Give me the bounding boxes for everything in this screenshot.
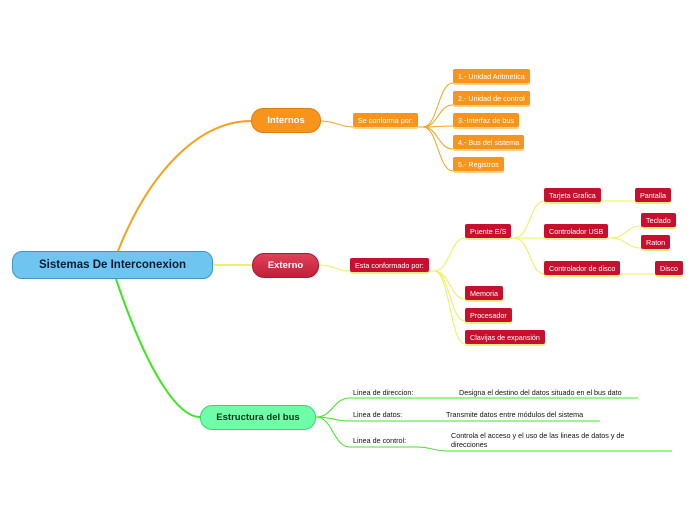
- externo-node[interactable]: Externo: [252, 253, 319, 278]
- internos-item[interactable]: 1.- Unidad Aritmetica: [453, 69, 530, 83]
- linea-datos-label[interactable]: Linea de datos:: [353, 409, 403, 419]
- disco-node[interactable]: Disco: [655, 261, 683, 275]
- estructura-bus-node[interactable]: Estructura del bus: [200, 405, 316, 430]
- internos-item[interactable]: 3.-Interfaz de bus: [453, 113, 519, 127]
- tarjeta-grafica-node[interactable]: Tarjeta Grafica: [544, 188, 601, 202]
- linea-direccion-label[interactable]: Linea de direccion:: [353, 387, 414, 397]
- internos-item[interactable]: 4.- Bus del sistema: [453, 135, 525, 149]
- puente-es-node[interactable]: Puente E/S: [465, 224, 512, 238]
- teclado-node[interactable]: Teclado: [641, 213, 676, 227]
- externo-connector[interactable]: Esta conformado por:: [350, 258, 429, 272]
- linea-control-label[interactable]: Linea de control:: [353, 435, 407, 445]
- internos-item[interactable]: 5.- Registros: [453, 157, 504, 171]
- controlador-disco-node[interactable]: Controlador de disco: [544, 261, 621, 275]
- memoria-node[interactable]: Memoria: [465, 286, 503, 300]
- controlador-usb-node[interactable]: Controlador USB: [544, 224, 609, 238]
- internos-connector[interactable]: Se conforma por:: [353, 113, 419, 127]
- internos-item[interactable]: 2.- Unidad de control: [453, 91, 530, 105]
- procesador-node[interactable]: Procesador: [465, 308, 512, 322]
- pantalla-node[interactable]: Pantalla: [635, 188, 671, 202]
- linea-control-desc[interactable]: Controla el acceso y el uso de las linea…: [451, 431, 625, 449]
- internos-node[interactable]: Internos: [251, 108, 321, 133]
- raton-node[interactable]: Raton: [641, 235, 671, 249]
- linea-datos-desc[interactable]: Transmite datos entre módulos del sistem…: [446, 409, 584, 419]
- clavijas-node[interactable]: Clavijas de expansión: [465, 330, 545, 344]
- linea-direccion-desc[interactable]: Designa el destino del datos situado en …: [459, 387, 622, 397]
- root-node[interactable]: Sistemas De Interconexion: [12, 251, 213, 279]
